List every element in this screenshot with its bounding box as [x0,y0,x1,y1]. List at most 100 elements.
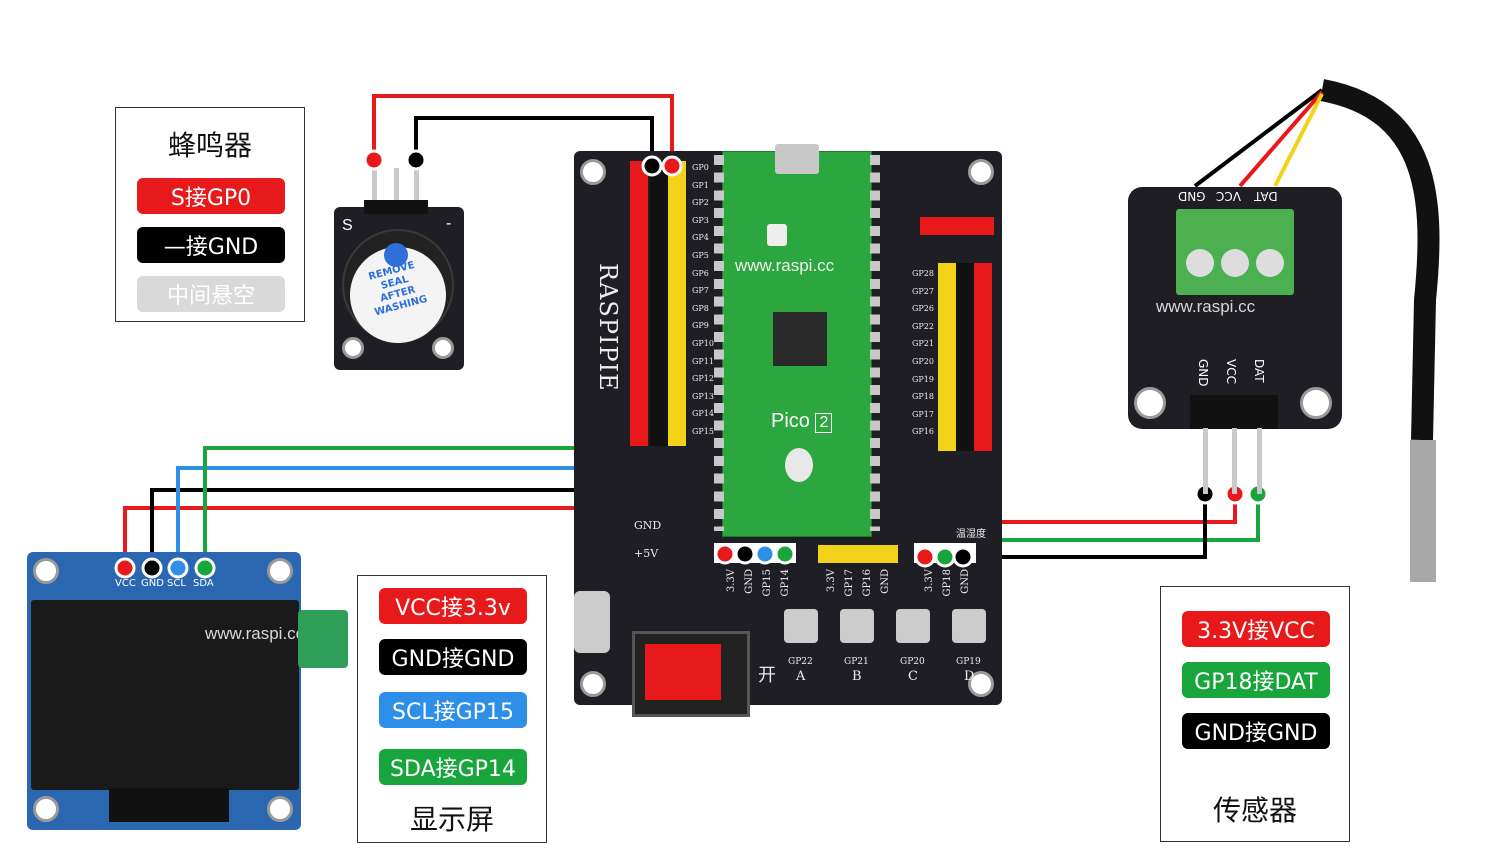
switch-label: 开 [758,665,776,686]
oled-legend-item: SCL接GP15 [379,692,527,728]
buzzer-pin [372,168,377,213]
oled-legend-item: SDA接GP14 [379,749,527,785]
push-button[interactable] [784,609,818,643]
push-button[interactable] [840,609,874,643]
sensor-legend: 3.3V接VCC GP18接DAT GND接GND 传感器 [1160,586,1350,842]
push-button[interactable] [952,609,986,643]
power-switch-rocker[interactable] [645,644,721,700]
buzzer-body: REMOVE SEAL AFTER WASHING [339,229,457,354]
connection-dot [363,149,385,171]
probe-cable [1319,79,1440,441]
pin-label: GP0 [692,163,709,172]
watermark: www.raspi.cc [735,256,835,275]
buzzer-s-label: S [342,217,353,234]
oled-legend-title: 显示屏 [409,803,494,836]
sensor-side-label: GND [1196,359,1210,387]
connection-dot [114,557,136,579]
mounting-hole [968,159,994,185]
oled-pin-label: SCL [167,578,186,589]
pin-label: GP10 [692,339,714,348]
oled-pin-label: VCC [115,578,136,589]
buzzer-legend-item: —接GND [137,227,285,263]
pin-label: GP27 [912,286,934,296]
button-letter: B [852,669,862,684]
left-header-black [650,161,668,446]
pin-label: GP15 [692,427,714,436]
sensor-top-label: GND [1178,189,1206,203]
oled-legend-item: VCC接3.3v [379,588,527,624]
connection-dot [952,546,974,568]
connection-dot [167,557,189,579]
sensor-legend-title: 传感器 [1212,794,1297,827]
oled-pin-label: GND [141,578,164,589]
pin-label: GP5 [692,251,709,260]
push-button[interactable] [896,609,930,643]
power-switch[interactable] [632,631,750,717]
bootsel-button[interactable] [767,224,787,246]
buzzer-pin [414,168,419,213]
connection-dot [714,543,736,565]
buzzer-pin [394,168,399,213]
mounting-hole [968,671,994,697]
sensor-header [1190,395,1278,429]
plus5v-label: +5V [634,547,659,560]
mounting-hole [580,159,606,185]
mounting-hole [1300,387,1332,419]
button-letter: D [964,669,975,684]
oled-pin-label: SDA [193,578,214,589]
oled-legend-item: GND接GND [379,639,527,675]
mounting-hole [33,796,59,822]
sensor-top-label: VCC [1216,189,1241,203]
pin-label: GP3 [692,215,709,225]
oled-flex-tab [298,610,348,668]
buzzer-minus-label: - [446,215,452,232]
pin-label: GP28 [912,269,934,278]
pico-label: Pico 2 [771,410,833,433]
usb-connector [775,144,819,174]
right-header-5v [920,217,994,235]
connection-dot [141,557,163,579]
buzzer-module: S - REMOVE SEAL AFTER WASHING [334,207,464,370]
buzzer-icon [384,243,408,267]
button-letter: A [796,669,806,684]
pico-pins-left [714,155,724,531]
pin-label: GP16 [912,427,934,437]
sensor-legend-item: GND接GND [1182,713,1330,749]
pin-label: GP4 [692,233,709,243]
mounting-hole [580,671,606,697]
sensor-pin [1203,428,1208,494]
sensor-side-label: DAT [1252,359,1266,383]
pin-label: GP17 [912,409,934,419]
pin-label: GP9 [692,321,709,331]
temp-header-title: 温湿度 [956,529,986,540]
mounting-hole [342,337,364,359]
rp2350-chip [773,312,827,366]
connection-dot [934,546,956,568]
connection-dot [405,149,427,171]
pico-board: Pico 2 www.raspi.cc [722,144,872,537]
oled-legend: VCC接3.3v GND接GND SCL接GP15 SDA接GP14 显示屏 [357,575,547,843]
pin-label: GP11 [692,356,714,366]
pin-label: GP12 [692,374,714,384]
connection-dot [754,543,776,565]
sensor-top-label: DAT [1254,189,1278,203]
connection-dot [661,155,683,177]
buzzer-legend: 蜂鸣器 S接GP0 —接GND 中间悬空 [115,107,305,322]
oled-ribbon [109,788,229,822]
pin-label: GP8 [692,303,709,313]
screw-terminal [1176,209,1294,295]
probe-tip [1410,440,1436,582]
right-header-yellow [938,263,956,451]
watermark: www.raspi.cc [1156,297,1256,316]
right-header-black [956,263,974,451]
mounting-hole [1134,387,1166,419]
sensor-top-labels: GND VCC DAT [1178,189,1298,207]
connection-dot [194,557,216,579]
usb-c-port [574,591,610,653]
